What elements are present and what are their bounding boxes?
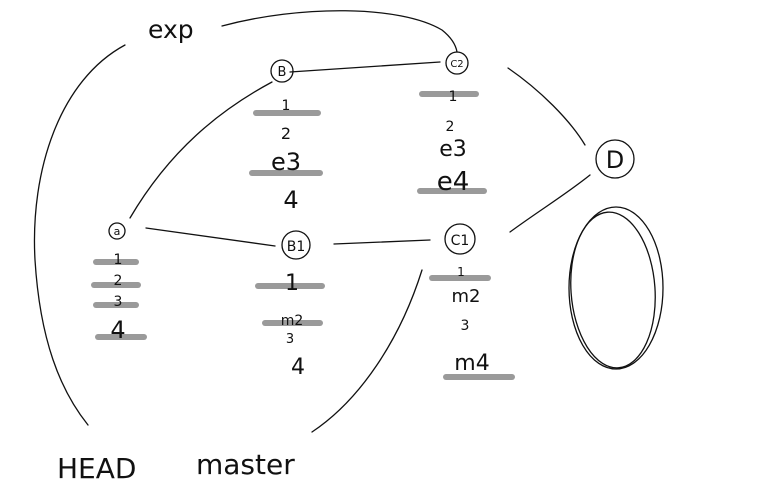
- stack-c2-item-3: e3: [439, 137, 467, 162]
- svg-text:C2: C2: [450, 59, 463, 70]
- stack-b: 1 2 e3 4: [249, 98, 323, 214]
- stack-c2-item-1: 1: [449, 89, 458, 105]
- stack-a-item-4: 4: [110, 316, 125, 344]
- stack-c1-item-3: 3: [461, 318, 470, 334]
- edge-c2-d: [507, 67, 586, 146]
- svg-text:D: D: [606, 146, 624, 174]
- label-exp: exp: [148, 15, 194, 44]
- empty-oval: [568, 206, 664, 370]
- node-c1: C1: [444, 223, 476, 255]
- node-b: B: [270, 59, 294, 83]
- svg-text:C1: C1: [451, 233, 470, 249]
- stack-c1-item-2: m2: [452, 286, 481, 307]
- svg-text:B1: B1: [287, 239, 306, 255]
- stack-b-item-4: 4: [283, 186, 298, 214]
- stack-c2: 1 2 e3 e4: [417, 89, 487, 197]
- stack-b-item-1: 1: [282, 98, 291, 114]
- edge-c1-d: [509, 174, 591, 233]
- stack-c1: 1 m2 3 m4: [429, 265, 515, 380]
- edge-b1-c1: [333, 239, 431, 245]
- stack-b1-item-2: m2: [281, 313, 304, 329]
- edge-b-c2: [289, 61, 441, 73]
- node-c2: C2: [445, 51, 469, 75]
- edge-master-c1: [311, 269, 423, 433]
- stack-b1-item-1: 1: [285, 271, 299, 296]
- stack-b-item-3: e3: [271, 148, 301, 176]
- stack-a-item-3: 3: [114, 294, 123, 310]
- node-a: a: [108, 222, 126, 240]
- node-d: D: [595, 139, 635, 179]
- stack-a-item-2: 2: [114, 273, 123, 289]
- stack-a-item-1: 1: [114, 252, 123, 268]
- edge-exp-c2: [221, 10, 458, 53]
- stack-c1-item-4: m4: [454, 351, 489, 376]
- edge-a-b: [129, 81, 273, 219]
- stack-a: 1 2 3 4: [91, 252, 147, 344]
- stack-c2-item-2: 2: [446, 119, 455, 135]
- svg-text:B: B: [278, 65, 287, 80]
- label-master: master: [196, 448, 295, 481]
- label-head: HEAD: [57, 452, 136, 485]
- edge-exp-head: [33, 44, 126, 426]
- stack-b1-item-3: 3: [286, 332, 294, 347]
- stack-b1-item-4: 4: [291, 355, 305, 380]
- svg-text:a: a: [114, 225, 121, 238]
- edge-a-b1: [145, 227, 276, 247]
- node-b1: B1: [281, 230, 311, 260]
- stack-c1-item-1: 1: [457, 265, 465, 279]
- stack-b1: 1 m2 3 4: [255, 271, 325, 380]
- stack-c2-item-4: e4: [437, 167, 470, 197]
- stack-b-item-2: 2: [281, 124, 291, 143]
